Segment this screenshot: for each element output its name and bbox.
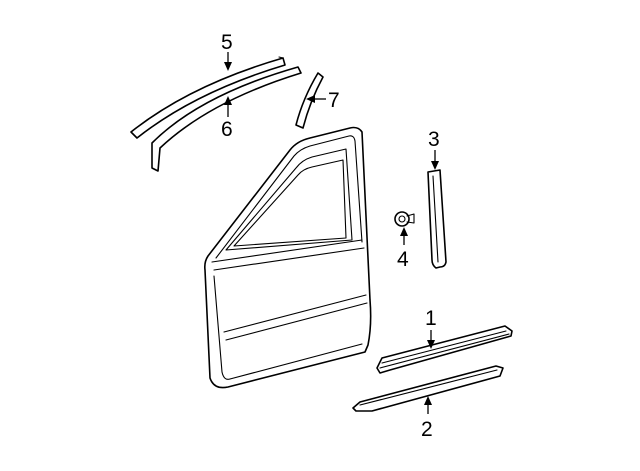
callout-7: 7 — [328, 89, 340, 112]
leader-3 — [431, 150, 439, 170]
rocker-moulding-upper — [376, 325, 513, 374]
callout-1: 1 — [425, 307, 437, 330]
leader-1 — [427, 330, 435, 349]
callout-4: 4 — [397, 248, 409, 271]
callout-2: 2 — [421, 418, 433, 441]
roof-moulding-lower — [151, 66, 302, 172]
callout-6: 6 — [221, 118, 233, 141]
leader-4 — [400, 227, 408, 245]
callout-5: 5 — [221, 31, 233, 54]
rocker-moulding-lower — [352, 365, 504, 412]
callout-3: 3 — [428, 128, 440, 151]
leader-7 — [306, 95, 326, 103]
clip-fastener — [394, 211, 415, 227]
roof-moulding-upper — [130, 56, 286, 139]
leader-6 — [224, 96, 232, 117]
b-pillar-applique — [427, 169, 447, 269]
front-door-shell — [204, 126, 372, 389]
leader-2 — [424, 396, 432, 414]
leader-5 — [224, 52, 232, 71]
